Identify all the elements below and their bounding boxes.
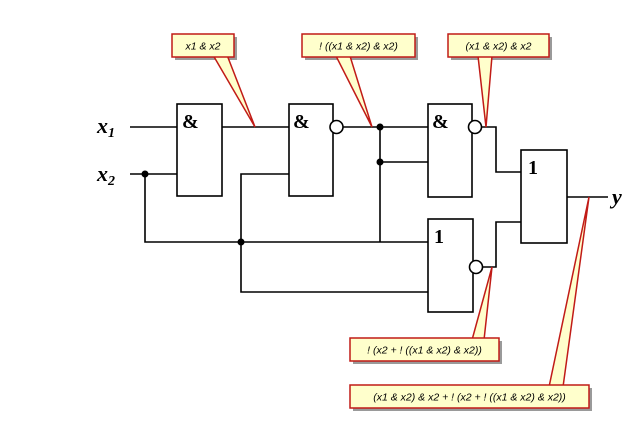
- input-x1-letter: x: [96, 113, 108, 138]
- gate-or-out-symbol: 1: [528, 157, 538, 179]
- callout-3-text: (x1 & x2) & x2: [466, 41, 532, 53]
- wires: [130, 126, 608, 293]
- input-x2-sub: 2: [107, 174, 115, 189]
- junction-x2-b: [237, 238, 245, 246]
- gate-nand1: &: [288, 103, 344, 197]
- callout-pointer: [477, 55, 493, 128]
- callout-box: [349, 337, 500, 362]
- gate-nand2-symbol: &: [432, 111, 449, 133]
- callout-pointer: [471, 266, 493, 341]
- gate-nand1-symbol: &: [293, 111, 310, 133]
- callout-4-text: ! (x2 + ! ((x1 & x2) & x2)): [367, 345, 482, 357]
- callout-pointer: [334, 55, 373, 128]
- input-x2-label: x2: [96, 161, 115, 189]
- junction-nand1-out: [376, 123, 384, 131]
- wire-x2-branch: [144, 174, 432, 243]
- gate-or-out: 1: [520, 149, 568, 244]
- callout-box: [301, 33, 416, 58]
- inverter-bubble: [467, 119, 483, 135]
- wire-nor-out: [480, 221, 521, 268]
- callout-3: (x1 & x2) & x2: [447, 33, 552, 128]
- wire-x2-to-nor: [240, 242, 432, 293]
- gate-and1: &: [176, 103, 223, 197]
- gate-nor1: 1: [427, 218, 484, 313]
- callout-1-text: x1 & x2: [184, 41, 220, 53]
- gate-nand2: &: [427, 103, 483, 198]
- callout-1: x1 & x2: [171, 33, 256, 128]
- input-x1-label: x1: [96, 113, 115, 141]
- gates: & & & 1 1: [176, 103, 568, 313]
- callout-box: [447, 33, 550, 58]
- callout-2: ! ((x1 & x2) & x2): [301, 33, 418, 128]
- wire-x2-to-nand1: [240, 173, 289, 242]
- output-y-label: y: [609, 184, 622, 209]
- callout-2-text: ! ((x1 & x2) & x2): [319, 41, 398, 53]
- callout-4: ! (x2 + ! ((x1 & x2) & x2)): [349, 266, 502, 364]
- junctions: [141, 123, 384, 246]
- input-x1-sub: 1: [108, 126, 115, 141]
- inverter-bubble: [329, 119, 344, 135]
- callout-box: [171, 33, 235, 58]
- inverter-bubble: [468, 259, 484, 275]
- callouts: x1 & x2 ! ((x1 & x2) & x2) (x1 & x2) & x…: [171, 33, 592, 411]
- callout-5: (x1 & x2) & x2 + ! (x2 + ! ((x1 & x2) & …: [349, 196, 592, 411]
- wire-nand2-out: [479, 126, 521, 173]
- gate-nor1-symbol: 1: [434, 226, 444, 248]
- junction-nand1-b: [376, 158, 384, 166]
- gate-and1-symbol: &: [182, 111, 199, 133]
- input-x2-letter: x: [96, 161, 108, 186]
- callout-box: [349, 384, 590, 409]
- callout-5-text: (x1 & x2) & x2 + ! (x2 + ! ((x1 & x2) & …: [373, 392, 566, 404]
- junction-x2: [141, 170, 149, 178]
